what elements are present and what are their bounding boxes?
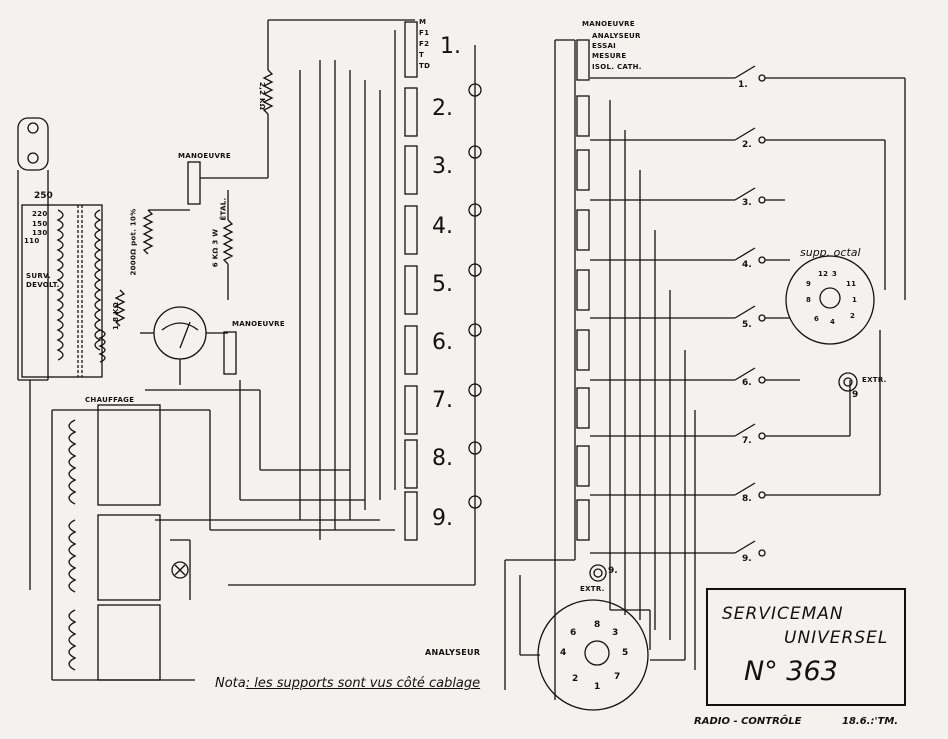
- analyseur-label: ANALYSEUR: [425, 648, 481, 657]
- position-3: 3.: [432, 154, 453, 179]
- pot-2000-label: 2000Ω pot. 10%: [129, 208, 138, 276]
- manoeuvre-left-label: MANOEUVRE: [178, 152, 231, 160]
- electrode-m: M: [419, 18, 427, 26]
- octal-pin-9: 9: [806, 280, 812, 288]
- octal-pin-4: 4: [830, 318, 836, 326]
- resistor-6k-label: 6 KΩ 3 W: [211, 228, 220, 268]
- analyseur-pin-6: 6: [570, 628, 577, 638]
- title-line-2: UNIVERSEL: [784, 628, 889, 648]
- extr-right-number: 9: [852, 390, 859, 400]
- chauffage-bank-1: [97, 404, 161, 506]
- title-block: SERVICEMAN UNIVERSEL N° 363: [706, 588, 906, 706]
- note: Nota: les supports sont vus côté cablage: [215, 676, 480, 691]
- resistor-18k-label: 1,8 KΩ: [112, 301, 121, 331]
- electrode-f2: F2: [419, 40, 430, 48]
- chauffage-label: CHAUFFAGE: [85, 396, 135, 404]
- switch-5: 5.: [742, 320, 752, 330]
- octal-socket: [785, 255, 875, 345]
- analyseur-pin-7: 7: [614, 672, 621, 682]
- mode-isol-cath: ISOL. CATH.: [592, 63, 642, 71]
- tap-130: 130: [32, 229, 48, 237]
- octal-pin-12: 12: [818, 270, 829, 278]
- switch-9: 9.: [742, 554, 752, 564]
- switch-3: 3.: [742, 198, 752, 208]
- octal-pin-1: 1: [852, 296, 858, 304]
- analyseur-pin-2: 2: [572, 674, 579, 684]
- footer-date: 18.6.:'TM.: [842, 716, 899, 727]
- analyseur-pin-5: 5: [622, 648, 629, 658]
- position-6: 6.: [432, 330, 453, 355]
- switch-6: 6.: [742, 378, 752, 388]
- title-number: N° 363: [744, 656, 838, 687]
- tap-110: 110: [24, 237, 40, 245]
- analyseur-pin-4: 4: [560, 648, 567, 658]
- note-label: Nota: [215, 676, 246, 691]
- tap-250: 250: [34, 191, 53, 201]
- electrode-t: T: [419, 51, 425, 59]
- note-text: : les supports sont vus côté cablage: [245, 676, 481, 691]
- position-1: 1.: [440, 34, 461, 59]
- extr-bottom-number: 9.: [608, 566, 618, 576]
- switch-4: 4.: [742, 260, 752, 270]
- position-switches: [404, 21, 418, 541]
- analyseur-pin-3: 3: [612, 628, 619, 638]
- indicator-lamps: [468, 83, 482, 509]
- chauffage-bank-2: [97, 514, 161, 601]
- manoeuvre-top-label: MANOEUVRE: [582, 20, 635, 28]
- position-2: 2.: [432, 96, 453, 121]
- switch-2: 2.: [742, 140, 752, 150]
- position-7: 7.: [432, 388, 453, 413]
- switch-8: 8.: [742, 494, 752, 504]
- switch-7: 7.: [742, 436, 752, 446]
- mains-plug: [17, 117, 49, 171]
- position-9: 9.: [432, 506, 453, 531]
- switch-1: 1.: [738, 80, 748, 90]
- extr-socket-bottom: [589, 564, 607, 582]
- resistor-22k-label: 2,2 KΩ: [258, 81, 267, 111]
- position-8: 8.: [432, 446, 453, 471]
- octal-pin-11: 11: [846, 280, 857, 288]
- octal-pin-3: 3: [832, 270, 838, 278]
- survolt-label: SURV. DEVOLT.: [26, 272, 60, 289]
- octal-pin-2: 2: [850, 312, 856, 320]
- selector-column: [576, 39, 590, 541]
- octal-pin-6: 6: [814, 315, 820, 323]
- mode-mesure: MESURE: [592, 52, 627, 60]
- extr-right-label: EXTR.: [862, 376, 887, 384]
- footer-brand: RADIO - CONTRÔLE: [694, 716, 802, 727]
- electrode-td: TD: [419, 62, 431, 70]
- transformer: [21, 204, 103, 378]
- extr-bottom-label: EXTR.: [580, 585, 605, 593]
- electrode-f1: F1: [419, 29, 430, 37]
- mode-essai: ESSAI: [592, 42, 617, 50]
- galvanometer: [153, 306, 207, 360]
- supp-octal-label: supp. octal: [800, 246, 861, 259]
- manoeuvre-mid-label: MANOEUVRE: [232, 320, 285, 328]
- analyseur-pin-1: 1: [594, 682, 601, 692]
- tap-150: 150: [32, 220, 48, 228]
- position-4: 4.: [432, 214, 453, 239]
- mode-analyseur: ANALYSEUR: [592, 32, 641, 40]
- analyseur-pin-8: 8: [594, 620, 601, 630]
- chauffage-bank-3: [97, 604, 161, 681]
- extr-socket-right: [838, 372, 858, 392]
- title-line-1: SERVICEMAN: [722, 604, 844, 624]
- position-5: 5.: [432, 272, 453, 297]
- octal-pin-8: 8: [806, 296, 812, 304]
- etal-label: ÉTAL.: [219, 197, 228, 221]
- tap-220: 220: [32, 210, 48, 218]
